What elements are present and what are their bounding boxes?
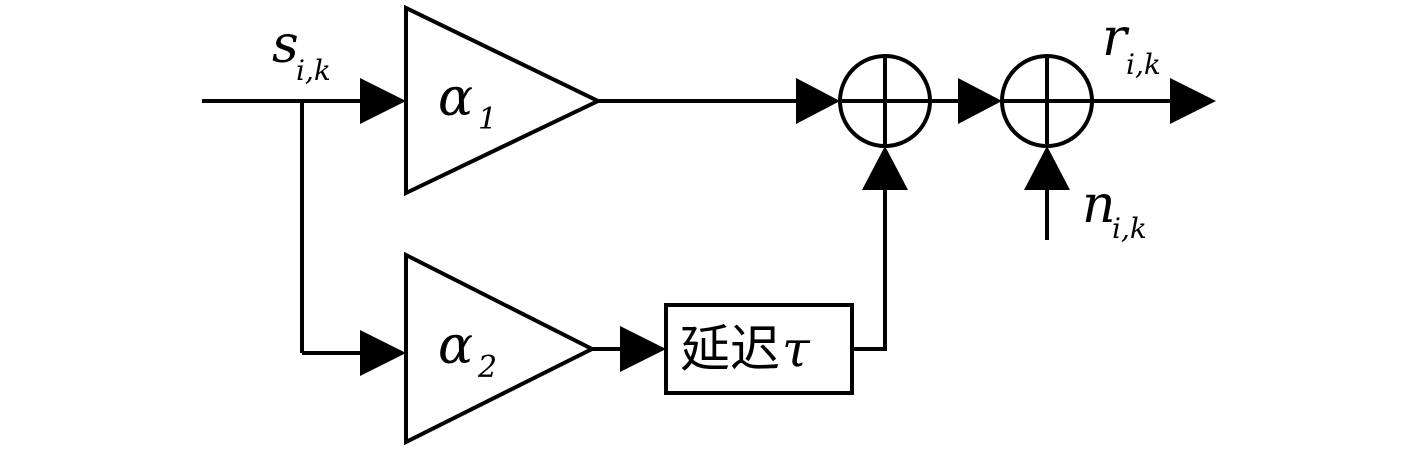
summer-2: [1000, 54, 1094, 148]
arrow-output: [1170, 78, 1216, 124]
amplifier-2: [404, 251, 597, 446]
noise-label: n i,k: [1082, 175, 1147, 245]
arrow-up-into-summer-1: [862, 146, 908, 190]
delay-label: 延迟 τ: [680, 320, 811, 378]
arrow-into-summer-1: [796, 78, 840, 124]
amplifier-1: [404, 4, 603, 197]
gain-1-label: α 1: [438, 68, 497, 137]
arrow-into-delay: [620, 326, 666, 372]
delay-to-summer1-wire: [852, 180, 887, 351]
arrow-into-amp-1: [360, 78, 406, 124]
input-signal-label: s i,k: [272, 15, 331, 87]
arrow-noise-into-summer-2: [1024, 146, 1070, 190]
gain-2-label: α 2: [438, 316, 497, 385]
arrow-into-summer-2: [958, 78, 1002, 124]
output-signal-label: r i,k: [1102, 8, 1161, 81]
summer-1: [838, 54, 932, 148]
arrow-into-amp-2: [360, 330, 406, 376]
